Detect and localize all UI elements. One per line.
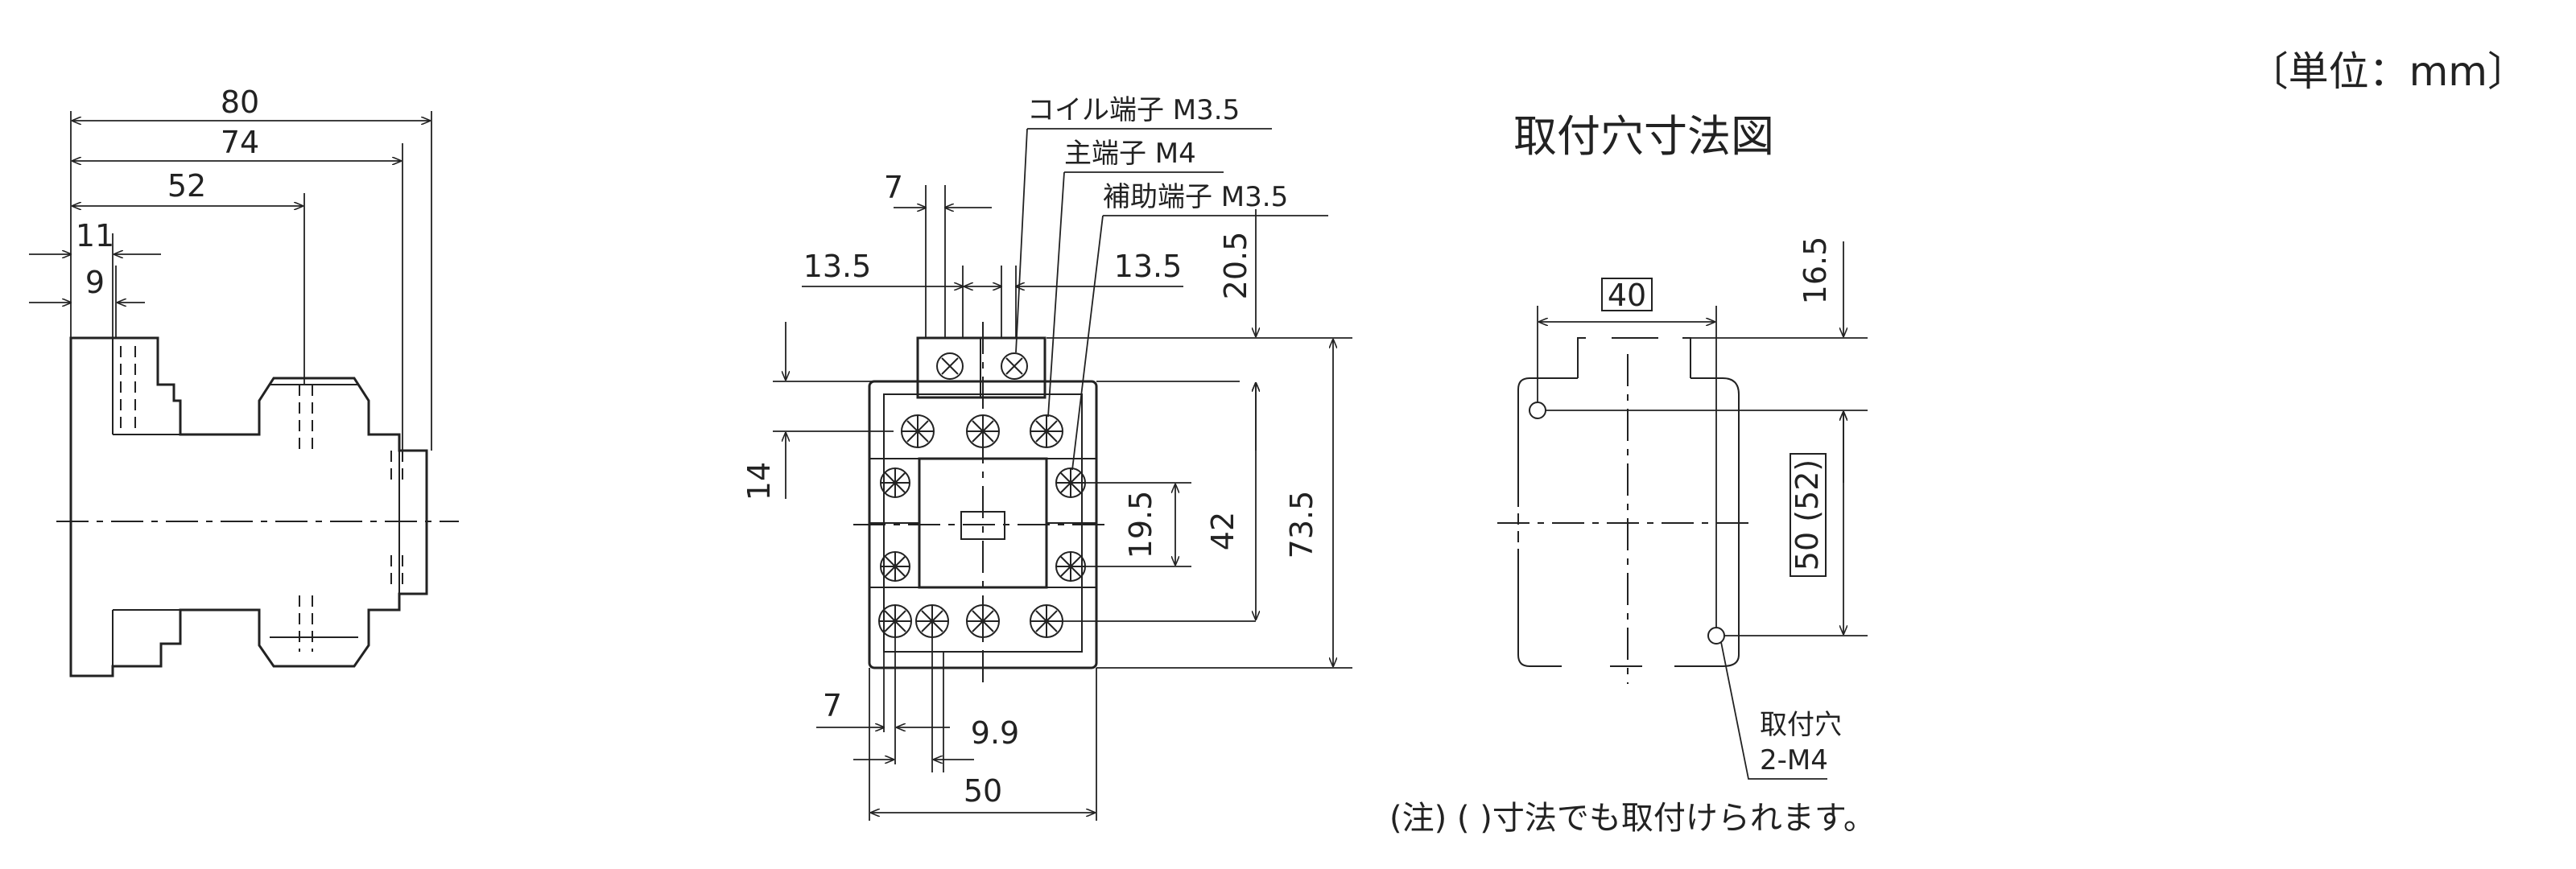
dim-9-9-label: 9.9 <box>971 715 1019 751</box>
dim-50-label: 50 <box>964 773 1002 809</box>
main-terminal-label: 主端子 M4 <box>1064 138 1196 170</box>
dim-20-5-label: 20.5 <box>1218 232 1253 300</box>
dim-9-label: 9 <box>85 265 105 300</box>
dim-13-5-right-label: 13.5 <box>1114 249 1183 284</box>
dim-16-5-label: 16.5 <box>1798 237 1833 305</box>
side-terminal-cover <box>270 384 358 638</box>
dim-7-bottom-label: 7 <box>823 688 842 723</box>
side-hidden-lines <box>120 346 403 652</box>
dim-80-label: 80 <box>221 84 259 120</box>
mounting-hole-view: 取付穴寸法図 40 16.5 50 (52) 取付穴 2-M4 (注) ( )寸… <box>1389 111 1876 837</box>
dim-14-label: 14 <box>741 462 777 500</box>
dim-14-extension <box>773 381 918 432</box>
hole-label-1: 取付穴 <box>1760 709 1842 741</box>
front-rails <box>869 458 1096 588</box>
unit-label: 〔単位：mm〕 <box>2248 48 2528 95</box>
coil-terminal-screws <box>936 352 1028 380</box>
dim-13-5-left-label: 13.5 <box>803 249 872 284</box>
mount-note: (注) ( )寸法でも取付けられます。 <box>1389 800 1876 837</box>
dim-11-label: 11 <box>76 218 114 253</box>
dim-40-label: 40 <box>1608 278 1646 313</box>
mount-hole-top-left <box>1529 402 1546 419</box>
dim-19-5-label: 19.5 <box>1123 491 1158 559</box>
mount-right-extension-lines <box>1546 337 1868 636</box>
aux-terminal-label: 補助端子 M3.5 <box>1103 181 1288 213</box>
dim-40-extension <box>1537 306 1717 628</box>
front-bottom-extension-lines <box>869 637 1097 821</box>
dim-50-52-label: 50 (52) <box>1790 459 1825 570</box>
coil-terminal-leader <box>1015 128 1272 353</box>
dim-50-52-box <box>1790 453 1827 577</box>
front-top-extension-lines <box>925 185 1017 338</box>
coil-terminal-label: コイル端子 M3.5 <box>1027 94 1240 126</box>
main-terminal-leader <box>1047 171 1224 418</box>
dim-73-5-label: 73.5 <box>1284 491 1319 559</box>
mount-title: 取付穴寸法図 <box>1513 111 1774 162</box>
main-terminal-screws-top <box>901 414 1063 448</box>
mount-hole-bottom-right <box>1707 627 1725 645</box>
hole-leader <box>1720 641 1827 780</box>
side-extension-lines <box>70 111 432 451</box>
aux-terminal-leader <box>1071 215 1328 471</box>
front-right-extension-lines <box>1046 337 1352 669</box>
side-view: 80 74 52 11 9 <box>29 84 459 677</box>
dim-52-label: 52 <box>167 168 206 204</box>
hole-label-2: 2-M4 <box>1760 744 1828 776</box>
front-view: コイル端子 M3.5 主端子 M4 補助端子 M3.5 7 13.5 13.5 … <box>741 94 1352 821</box>
main-terminal-screws-bottom <box>878 604 1063 638</box>
dim-40-box <box>1601 278 1653 311</box>
dim-74-label: 74 <box>221 125 259 160</box>
side-body-outline <box>69 336 428 677</box>
dim-42-label: 42 <box>1205 512 1241 550</box>
dim-7-top-label: 7 <box>884 170 903 205</box>
